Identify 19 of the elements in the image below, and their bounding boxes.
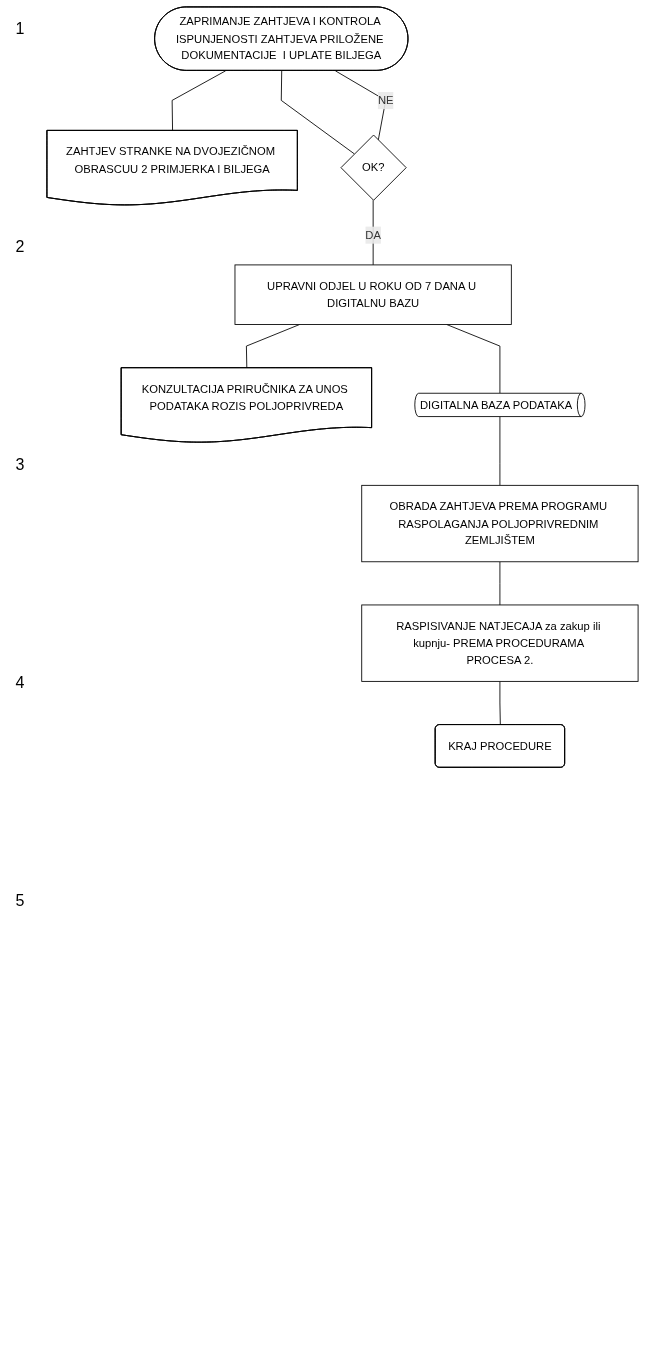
connector <box>499 416 501 486</box>
step-number: 1 <box>15 20 25 38</box>
node-text: DIGITALNA BAZA PODATAKA <box>419 398 573 412</box>
node-box: OBRADA ZAHTJEVA PREMA PROGRAMU RASPOLAGANJA POLJOPRIVREDNIM ZEMLJIŠTEM <box>361 484 639 563</box>
edge-label: DA <box>365 228 381 242</box>
step-number: 4 <box>15 674 25 692</box>
step-number: 3 <box>15 456 25 474</box>
connector <box>372 199 374 266</box>
node-box: RASPISIVANJE NATJECAJA za zakup ili kupnju- PREMA PROCEDURAMA PROCESA 2. <box>361 604 639 682</box>
connector <box>499 561 501 606</box>
edge-label: NE <box>377 93 394 107</box>
node-box: UPRAVNI ODJEL U ROKU OD 7 DANA U DIGITALNU BAZU <box>234 264 512 325</box>
step-number: 5 <box>15 892 25 910</box>
step-number: 2 <box>15 238 25 256</box>
connector <box>280 70 355 155</box>
connector <box>171 70 227 132</box>
node-diamond: OK? <box>340 134 407 201</box>
connector <box>499 680 501 726</box>
connector <box>446 324 501 394</box>
